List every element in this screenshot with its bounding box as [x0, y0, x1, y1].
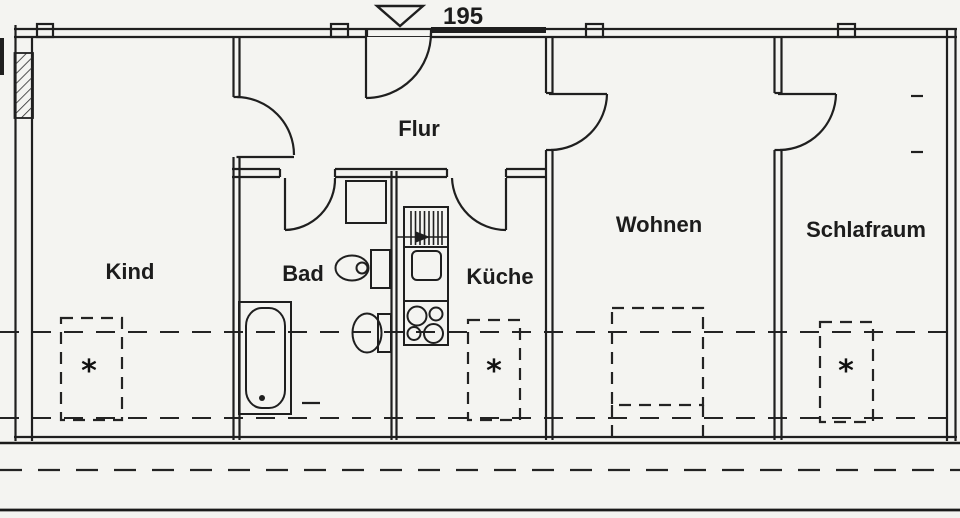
washing-machine: [345, 180, 387, 224]
height-marker-value: 195: [443, 3, 483, 30]
window-kueche: [466, 318, 522, 422]
room-label-kind: Kind: [106, 259, 155, 284]
toilet: [334, 249, 391, 289]
room-label-kueche: Küche: [466, 264, 533, 289]
roof-post: [836, 22, 857, 39]
toilet-cistern: [370, 249, 391, 289]
kitchen-sink: [411, 250, 442, 281]
room-label-bad: Bad: [282, 261, 324, 286]
window-wohnen: [610, 306, 705, 441]
eaves-lines: [0, 468, 960, 512]
flur-south-wall: [232, 167, 546, 179]
room-label-wohnen: Wohnen: [616, 212, 702, 237]
roof-post: [584, 22, 605, 39]
height-marker-triangle-icon: [373, 4, 427, 28]
bathtub-drain: [259, 395, 265, 401]
top-wall-thick-segment: [431, 27, 546, 33]
top-wall-posts: [35, 22, 857, 39]
roof-post: [329, 22, 350, 39]
door-kind: [236, 95, 296, 159]
room-label-schlafraum: Schlafraum: [806, 217, 926, 242]
wall-bad-kueche: [390, 171, 398, 440]
door-bad: [283, 177, 337, 232]
height-marker: 195: [373, 3, 483, 30]
roof-post: [35, 22, 55, 39]
kitchen-counter: [397, 206, 449, 346]
scan-edge-mark: [0, 38, 4, 75]
door-entry: [364, 30, 433, 100]
bathtub: [238, 301, 292, 415]
door-wohnen: [549, 92, 609, 152]
window-asterisk-kueche: *: [486, 354, 502, 389]
bottom-wall: [0, 435, 960, 445]
window-asterisk-kind: *: [81, 354, 97, 389]
right-wall: [911, 29, 957, 441]
room-label-flur: Flur: [398, 116, 440, 141]
stove: [406, 305, 444, 344]
window-kind: [59, 316, 124, 422]
drainer-hatch: [410, 211, 443, 245]
slope-direction-arrow-icon: [397, 231, 448, 243]
roof-slope-lines: [0, 331, 960, 419]
window-asterisk-schlafraum: *: [838, 354, 854, 389]
room-labels: Flur Kind Bad Küche Wohnen Schlafraum: [106, 116, 926, 289]
washbasin: [351, 312, 392, 354]
window-markers: * * *: [81, 354, 854, 389]
window-schlafraum: [818, 320, 875, 424]
wall-wohnen-west: [544, 37, 554, 440]
chimney: [13, 52, 34, 119]
door-schlafraum: [778, 92, 838, 152]
door-kueche: [450, 177, 508, 232]
wall-schlafraum-west: [773, 37, 783, 440]
